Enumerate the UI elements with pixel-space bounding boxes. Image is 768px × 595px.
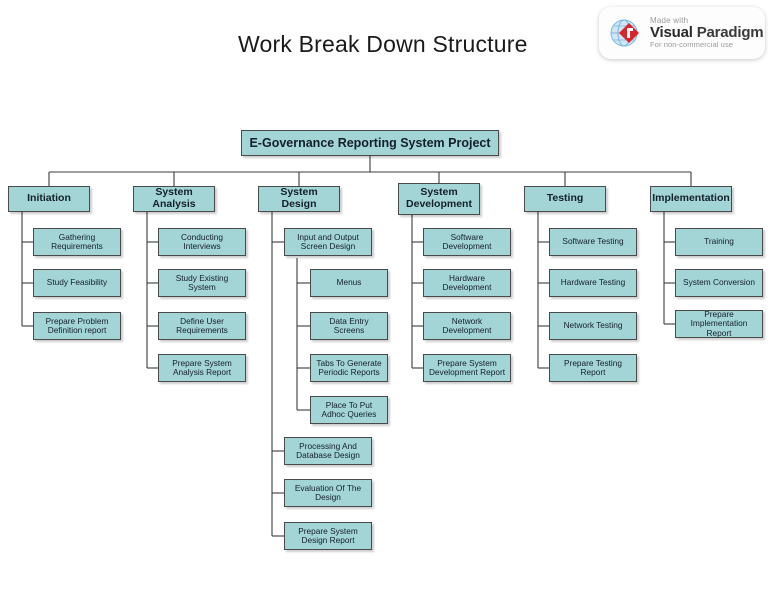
node-hardware-development-label: Hardware Development xyxy=(442,272,492,292)
node-prepare-system-analysis-report-label: Prepare System Analysis Report xyxy=(172,357,232,377)
node-system-analysis[interactable]: System Analysis xyxy=(133,186,215,212)
node-implementation[interactable]: Implementation xyxy=(650,186,732,212)
node-initiation-label: Initiation xyxy=(27,192,71,205)
node-training-label: Training xyxy=(704,236,734,247)
node-processing-and-database-design[interactable]: Processing And Database Design xyxy=(284,437,372,465)
node-training[interactable]: Training xyxy=(675,228,763,256)
page-title: Work Break Down Structure xyxy=(238,31,528,57)
node-prepare-implementation-report-label: Prepare Implementation Report xyxy=(690,309,748,338)
visual-paradigm-watermark: Made with Visual Paradigm For non-commer… xyxy=(599,7,765,59)
node-hardware-development[interactable]: Hardware Development xyxy=(423,269,511,297)
node-define-user-requirements[interactable]: Define User Requirements xyxy=(158,312,246,340)
node-prepare-testing-report[interactable]: Prepare Testing Report xyxy=(549,354,637,382)
node-prepare-problem-definition-report[interactable]: Prepare Problem Definition report xyxy=(33,312,121,340)
node-root[interactable]: E-Governance Reporting System Project xyxy=(241,130,499,156)
node-network-development-label: Network Development xyxy=(442,315,492,335)
node-prepare-problem-definition-report-label: Prepare Problem Definition report xyxy=(45,315,109,335)
node-menus[interactable]: Menus xyxy=(310,269,388,297)
node-software-development[interactable]: Software Development xyxy=(423,228,511,256)
node-evaluation-of-the-design-label: Evaluation Of The Design xyxy=(294,482,362,502)
node-input-and-output-screen-design[interactable]: Input and Output Screen Design xyxy=(284,228,372,256)
node-software-testing-label: Software Testing xyxy=(562,236,624,247)
node-conducting-interviews-label: Conducting Interviews xyxy=(181,231,223,251)
node-place-to-put-adhoc-queries-label: Place To Put Adhoc Queries xyxy=(321,399,377,419)
node-system-design-label: System Design xyxy=(280,186,318,210)
node-system-conversion[interactable]: System Conversion xyxy=(675,269,763,297)
node-conducting-interviews[interactable]: Conducting Interviews xyxy=(158,228,246,256)
node-prepare-system-analysis-report[interactable]: Prepare System Analysis Report xyxy=(158,354,246,382)
node-processing-and-database-design-label: Processing And Database Design xyxy=(296,440,360,460)
node-place-to-put-adhoc-queries[interactable]: Place To Put Adhoc Queries xyxy=(310,396,388,424)
node-software-testing[interactable]: Software Testing xyxy=(549,228,637,256)
node-study-feasibility-label: Study Feasibility xyxy=(46,277,108,288)
node-system-development-label: System Development xyxy=(406,186,472,210)
node-study-existing-system[interactable]: Study Existing System xyxy=(158,269,246,297)
watermark-note: For non-commercial use xyxy=(650,40,734,50)
watermark-brand: Visual Paradigm xyxy=(650,24,764,42)
globe-diamond-icon xyxy=(607,14,645,52)
node-network-development[interactable]: Network Development xyxy=(423,312,511,340)
node-software-development-label: Software Development xyxy=(442,231,492,251)
node-prepare-system-development-report-label: Prepare System Development Report xyxy=(428,357,506,377)
node-prepare-system-development-report[interactable]: Prepare System Development Report xyxy=(423,354,511,382)
node-prepare-system-design-report[interactable]: Prepare System Design Report xyxy=(284,522,372,550)
node-gathering-requirements[interactable]: Gathering Requirements xyxy=(33,228,121,256)
node-root-label: E-Governance Reporting System Project xyxy=(249,136,491,150)
node-menus-label: Menus xyxy=(336,277,362,288)
node-system-development[interactable]: System Development xyxy=(398,183,480,215)
node-data-entry-screens-label: Data Entry Screens xyxy=(329,315,369,335)
node-network-testing[interactable]: Network Testing xyxy=(549,312,637,340)
watermark-brand-visual: Visual xyxy=(650,24,693,42)
node-tabs-to-generate-periodic-reports[interactable]: Tabs To Generate Periodic Reports xyxy=(310,354,388,382)
node-hardware-testing[interactable]: Hardware Testing xyxy=(549,269,637,297)
node-initiation[interactable]: Initiation xyxy=(8,186,90,212)
node-prepare-testing-report-label: Prepare Testing Report xyxy=(564,357,622,377)
node-network-testing-label: Network Testing xyxy=(563,320,623,331)
node-prepare-system-design-report-label: Prepare System Design Report xyxy=(298,525,358,545)
node-system-conversion-label: System Conversion xyxy=(683,277,755,288)
node-study-existing-system-label: Study Existing System xyxy=(175,272,229,292)
node-define-user-requirements-label: Define User Requirements xyxy=(176,315,228,335)
node-hardware-testing-label: Hardware Testing xyxy=(560,277,626,288)
watermark-brand-paradigm: Paradigm xyxy=(696,24,764,42)
node-implementation-label: Implementation xyxy=(652,192,730,205)
node-testing-label: Testing xyxy=(546,192,584,205)
node-data-entry-screens[interactable]: Data Entry Screens xyxy=(310,312,388,340)
node-testing[interactable]: Testing xyxy=(524,186,606,212)
node-gathering-requirements-label: Gathering Requirements xyxy=(51,231,103,251)
node-evaluation-of-the-design[interactable]: Evaluation Of The Design xyxy=(284,479,372,507)
node-study-feasibility[interactable]: Study Feasibility xyxy=(33,269,121,297)
node-system-analysis-label: System Analysis xyxy=(152,186,196,210)
node-tabs-to-generate-periodic-reports-label: Tabs To Generate Periodic Reports xyxy=(316,357,382,377)
node-prepare-implementation-report[interactable]: Prepare Implementation Report xyxy=(675,309,763,338)
watermark-made-with: Made with xyxy=(650,15,689,25)
node-input-and-output-screen-design-label: Input and Output Screen Design xyxy=(297,231,359,251)
node-system-design[interactable]: System Design xyxy=(258,186,340,212)
